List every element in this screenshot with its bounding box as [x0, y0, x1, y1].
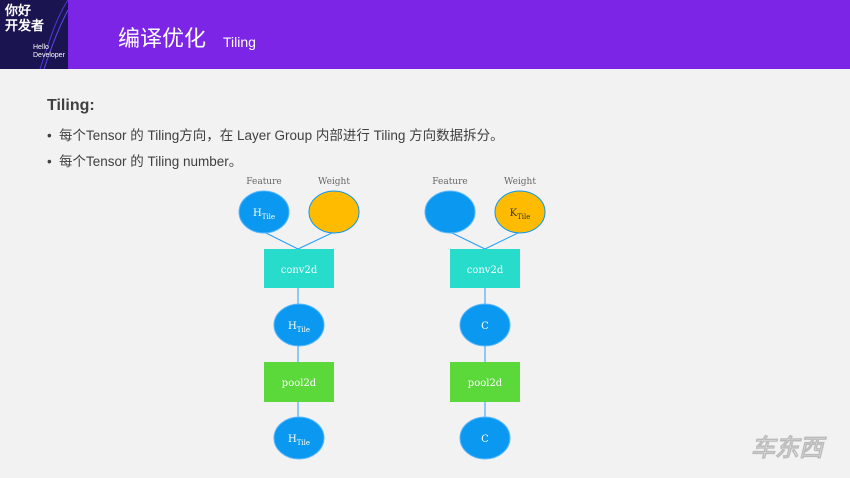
hello-developer-logo: 你好 开发者 Hello Developer	[0, 0, 68, 69]
op-label: pool2d	[282, 378, 317, 389]
op-label: conv2d	[281, 265, 318, 276]
page-title: 编译优化	[118, 27, 207, 52]
node-sub-label: Tile	[297, 439, 310, 447]
intermediate-tensor-node	[273, 303, 325, 347]
edge	[484, 231, 521, 250]
conv2d-op-box	[450, 249, 520, 288]
header-bar: 你好 开发者 Hello Developer 编译优化 Tiling	[0, 0, 850, 69]
node-main-label: K	[510, 208, 518, 219]
left-graph: Feature Weight HTile conv2d HTile pool2d…	[238, 177, 360, 460]
section-heading: Tiling:	[47, 97, 95, 114]
edge	[297, 231, 335, 250]
conv2d-op-box	[264, 249, 334, 288]
pool2d-op-box	[264, 362, 334, 402]
output-tensor-node	[459, 416, 511, 460]
logo-en-line2: Developer	[33, 52, 65, 59]
bullet-item: •每个Tensor 的 Tiling方向，在 Layer Group 内部进行 …	[47, 128, 504, 143]
bullet-item: •每个Tensor 的 Tiling number。	[47, 154, 243, 169]
node-main-label: H	[288, 434, 297, 445]
watermark-logo: 车东西	[751, 434, 828, 463]
bullet-text: 每个Tensor 的 Tiling number。	[59, 154, 243, 169]
weight-tensor-node	[494, 190, 546, 234]
bullet-text: 每个Tensor 的 Tiling方向，在 Layer Group 内部进行 T…	[59, 128, 504, 143]
edge	[263, 231, 299, 250]
svg-text:HTile: HTile	[288, 321, 310, 334]
node-main-label: C	[481, 321, 489, 332]
watermark-text: 车东西	[751, 434, 827, 462]
node-main-label: H	[253, 208, 262, 219]
svg-text:HTile: HTile	[253, 208, 275, 221]
weight-label: Weight	[318, 177, 350, 187]
logo-text-line1: 你好	[5, 4, 32, 19]
node-main-label: C	[481, 434, 489, 445]
node-sub-label: Tile	[517, 213, 530, 221]
op-label: pool2d	[468, 378, 503, 389]
output-tensor-node	[273, 416, 325, 460]
svg-text:KTile: KTile	[510, 208, 531, 221]
feature-tensor-node	[424, 190, 476, 234]
node-sub-label: Tile	[297, 326, 310, 334]
op-label: conv2d	[467, 265, 504, 276]
weight-tensor-node	[308, 190, 360, 234]
pool2d-op-box	[450, 362, 520, 402]
page-subtitle: Tiling	[223, 34, 256, 50]
logo-text-line2: 开发者	[5, 19, 45, 34]
logo-lines-icon	[39, 0, 68, 69]
feature-label: Feature	[432, 177, 468, 187]
intermediate-tensor-node	[459, 303, 511, 347]
logo-en-line1: Hello	[33, 44, 49, 51]
feature-tensor-node	[238, 190, 290, 234]
svg-text:HTile: HTile	[288, 434, 310, 447]
weight-label: Weight	[504, 177, 536, 187]
node-sub-label: Tile	[262, 213, 275, 221]
edge	[449, 231, 486, 250]
right-graph: Feature Weight KTile conv2d C pool2d C	[424, 177, 546, 460]
node-main-label: H	[288, 321, 297, 332]
feature-label: Feature	[246, 177, 282, 187]
